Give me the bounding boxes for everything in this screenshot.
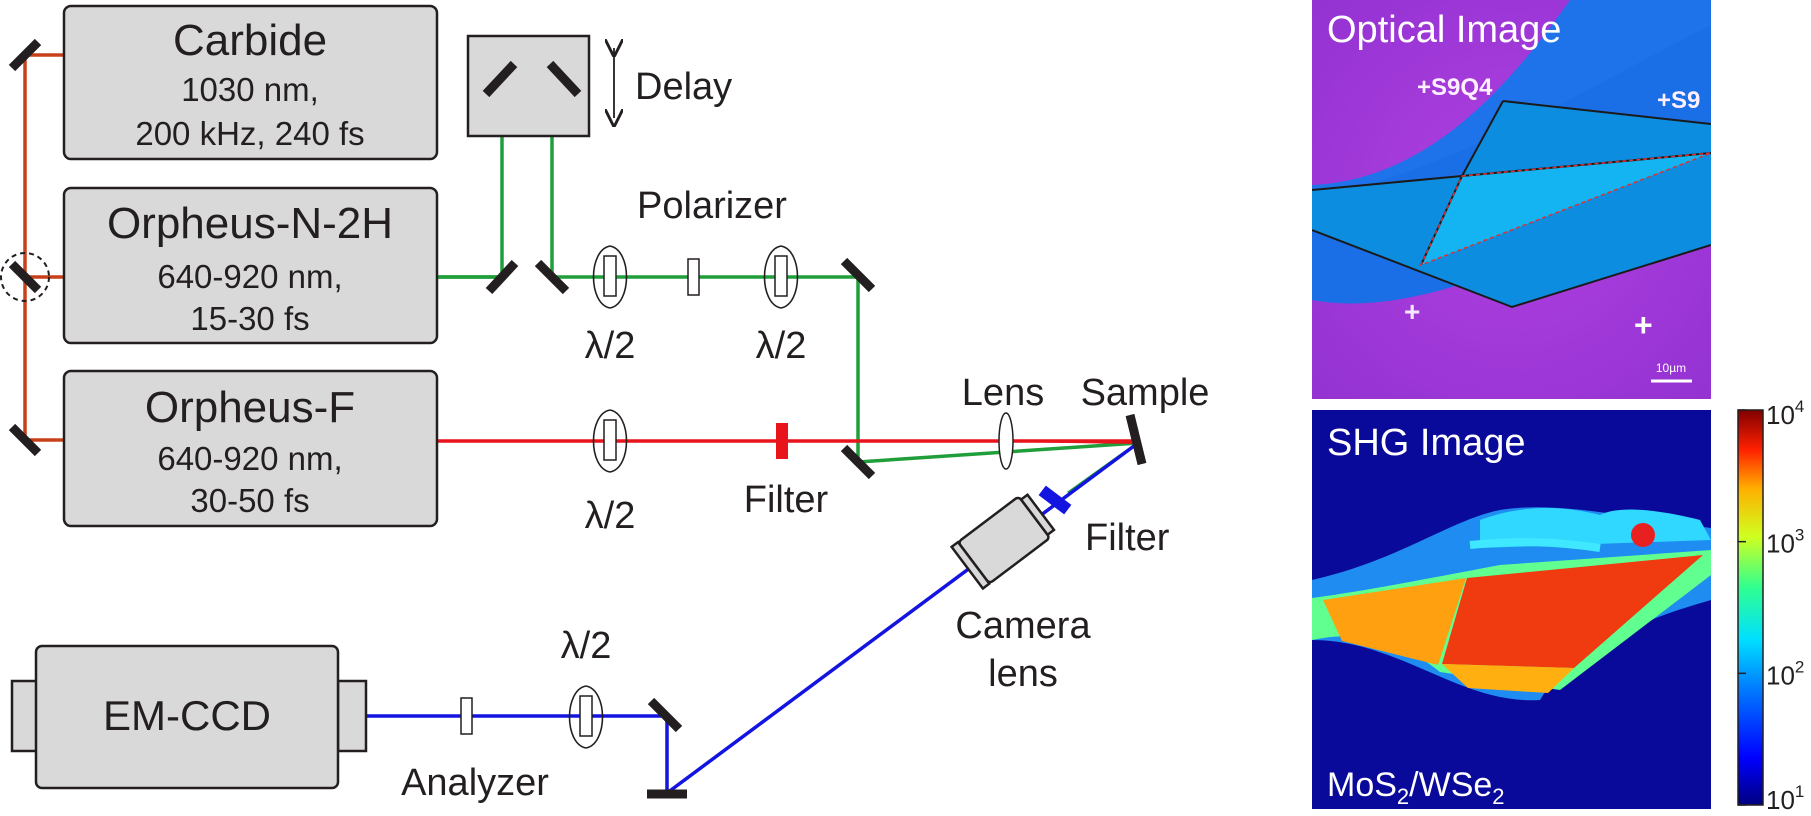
mirror-green-down xyxy=(840,257,876,293)
carbide-wavelength: 1030 nm, xyxy=(181,71,319,108)
analyzer-element xyxy=(460,697,473,735)
shg-beam xyxy=(366,441,1140,797)
camera-lens-label-1: Camera xyxy=(955,605,1091,647)
optics: λ/2 Polarizer λ/2 λ/2 Filter Lens Sample… xyxy=(401,185,1209,804)
mirror-green-combine xyxy=(840,444,876,480)
half-wave-plate-4 xyxy=(568,685,604,749)
red-filter-element xyxy=(776,423,788,459)
material-b-subscript: 2 xyxy=(1492,784,1504,809)
colorbar-tick-label: 102 xyxy=(1766,657,1804,690)
orpheus-f-name: Orpheus-F xyxy=(145,383,355,432)
red-beam-focus xyxy=(999,440,1139,444)
optical-cross-1-icon: + xyxy=(1404,296,1420,327)
colorbar-ticks: 104 103 102 101 xyxy=(1738,397,1804,815)
optical-marker-2: +S9 xyxy=(1657,87,1700,114)
mirror-carbide xyxy=(8,38,42,72)
red-filter-label: Filter xyxy=(744,479,829,521)
camera-lens-element xyxy=(949,492,1056,591)
fundamental-beam xyxy=(23,53,64,442)
mirror-blue-up xyxy=(647,697,683,733)
sample-mounting xyxy=(1125,413,1147,466)
colorbar-tick-label: 101 xyxy=(1766,782,1804,815)
mirror-splitter xyxy=(8,260,42,294)
polarizer-element xyxy=(687,258,700,296)
half-wave-plate-3 xyxy=(592,409,628,473)
orpheus-n2h-name: Orpheus-N-2H xyxy=(107,199,393,248)
optical-image-title: Optical Image xyxy=(1327,9,1561,51)
mirror-orpheus-f xyxy=(8,423,42,457)
orpheus-n2h-duration: 15-30 fs xyxy=(190,300,309,337)
half-wave-label-1: λ/2 xyxy=(585,325,636,367)
optical-image-panel: +S9Q4 +S9 + + 10µm Optical Image xyxy=(1312,0,1711,399)
colorbar-tick-label: 104 xyxy=(1766,397,1804,430)
em-ccd-detector: EM-CCD xyxy=(10,644,368,790)
colorbar-tick-label: 103 xyxy=(1766,526,1804,559)
carbide-source: Carbide 1030 nm, 200 kHz, 240 fs xyxy=(62,4,439,161)
delay-stage: Delay xyxy=(466,34,732,138)
orpheus-f-wavelength: 640-920 nm, xyxy=(157,440,342,477)
focusing-lens xyxy=(998,412,1014,470)
optical-marker-1: +S9Q4 xyxy=(1417,74,1493,101)
orpheus-f-source: Orpheus-F 640-920 nm, 30-50 fs xyxy=(62,369,439,528)
half-wave-label-3: λ/2 xyxy=(585,495,636,537)
carbide-rate-duration: 200 kHz, 240 fs xyxy=(135,115,364,152)
orpheus-n2h-source: Orpheus-N-2H 640-920 nm, 15-30 fs xyxy=(62,186,439,345)
blue-filter-element xyxy=(1038,485,1072,515)
mirror-delay-in xyxy=(485,259,519,295)
half-wave-plate-1 xyxy=(592,245,628,309)
shg-image-panel: SHG Image MoS2/WSe2 xyxy=(1312,410,1711,809)
lens-label: Lens xyxy=(962,372,1044,414)
em-ccd-label: EM-CCD xyxy=(103,692,271,739)
orpheus-f-duration: 30-50 fs xyxy=(190,482,309,519)
mirrors xyxy=(0,38,1147,799)
half-wave-label-2: λ/2 xyxy=(756,325,807,367)
camera-lens-label-2: lens xyxy=(988,653,1058,695)
blue-filter-label: Filter xyxy=(1085,517,1170,559)
material-label: MoS2/WSe2 xyxy=(1327,766,1505,809)
shg-image-title: SHG Image xyxy=(1327,422,1526,464)
half-wave-plate-2 xyxy=(763,245,799,309)
delay-label: Delay xyxy=(635,66,732,108)
mirror-delay-out xyxy=(534,259,570,295)
half-wave-label-4: λ/2 xyxy=(561,625,612,667)
scale-bar-label: 10µm xyxy=(1656,361,1686,375)
material-slash: /WSe xyxy=(1409,766,1492,804)
colorbar: 104 103 102 101 xyxy=(1737,397,1804,815)
sample-label: Sample xyxy=(1081,372,1210,414)
beam-splitter-marker xyxy=(0,252,50,302)
optical-cross-2-icon: + xyxy=(1634,307,1653,343)
polarizer-label: Polarizer xyxy=(637,185,787,227)
green-beam xyxy=(436,82,1139,464)
orpheus-n2h-wavelength: 640-920 nm, xyxy=(157,258,342,295)
analyzer-label: Analyzer xyxy=(401,762,549,804)
carbide-name: Carbide xyxy=(173,16,327,65)
material-a: MoS xyxy=(1327,766,1397,804)
material-a-subscript: 2 xyxy=(1397,784,1409,809)
